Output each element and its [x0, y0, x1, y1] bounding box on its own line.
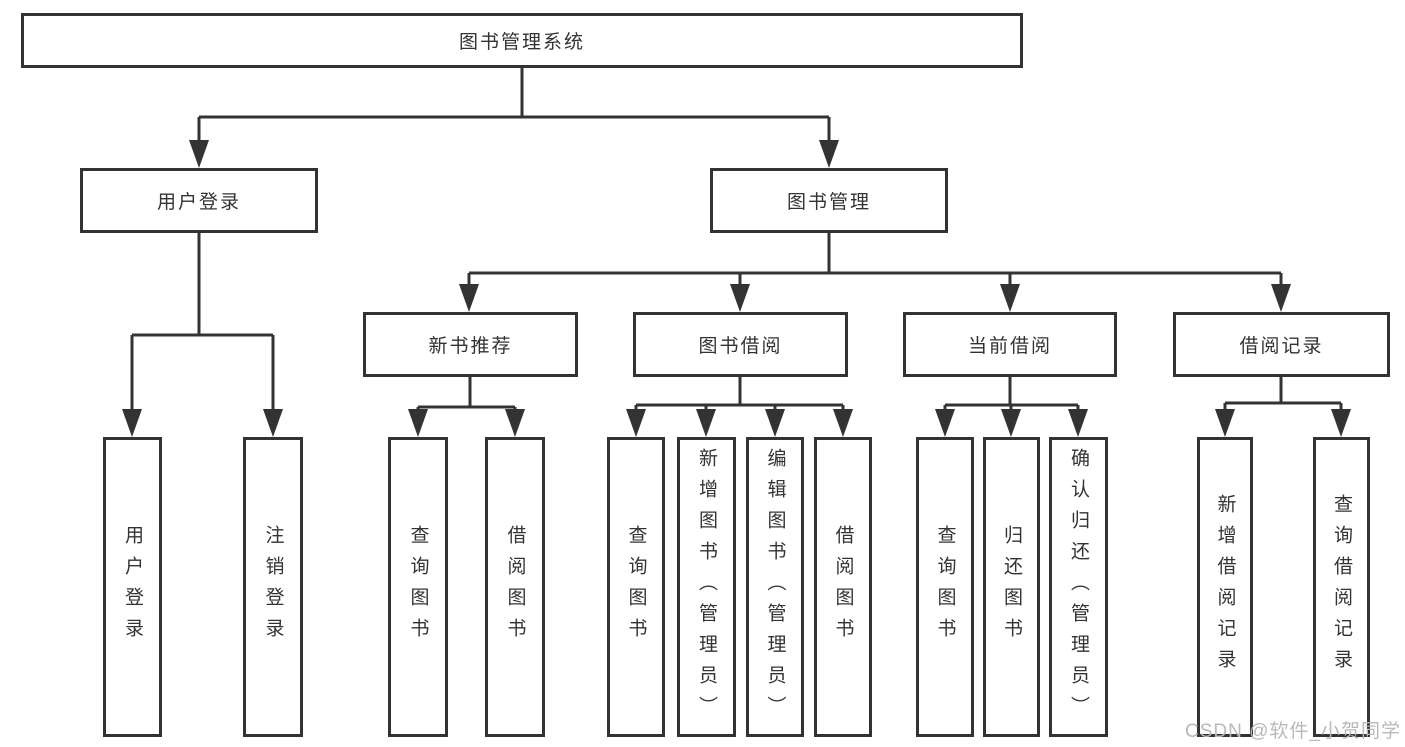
connector-borrow-group	[634, 377, 845, 413]
node-label: 当前借阅	[967, 336, 1052, 357]
node-label: 查询图书	[407, 525, 429, 649]
node-label: 新增借阅记录	[1214, 494, 1236, 680]
node-current-borrowing: 当前借阅	[903, 312, 1117, 377]
node-label: 图书借阅	[698, 336, 783, 357]
csdn-watermark: CSDN @软件_小贺同学	[1185, 721, 1401, 742]
node-label: 借阅记录	[1239, 336, 1324, 357]
node-book-management: 图书管理	[710, 168, 948, 233]
connector-root-to-level2	[197, 68, 831, 144]
node-label: 查询图书	[934, 525, 956, 649]
leaf-borrow-query-books: 查询图书	[607, 437, 665, 737]
connector-bookmgmt-to-level3	[467, 233, 1283, 288]
leaf-current-query-books: 查询图书	[916, 437, 974, 737]
node-label: 新书推荐	[428, 336, 513, 357]
leaf-recommend-borrow-books: 借阅图书	[485, 437, 545, 737]
leaf-confirm-return-admin: 确认归还（管理员）	[1049, 437, 1108, 737]
node-label: 新增图书（管理员）	[696, 447, 717, 727]
leaf-recommend-query-books: 查询图书	[388, 437, 448, 737]
connector-newrec-group	[416, 377, 517, 413]
node-label: 注销登录	[262, 525, 284, 649]
connector-records-group	[1223, 377, 1343, 413]
node-label: 用户登录	[156, 192, 241, 213]
node-label: 归还图书	[1001, 525, 1022, 649]
node-label: 编辑图书（管理员）	[764, 447, 786, 727]
node-label: 确认归还（管理员）	[1068, 447, 1089, 727]
node-label: 查询图书	[625, 525, 647, 649]
node-label: 查询借阅记录	[1331, 494, 1352, 680]
leaf-query-borrow-record: 查询借阅记录	[1313, 437, 1370, 737]
node-label: 图书管理	[786, 192, 871, 213]
leaf-add-books-admin: 新增图书（管理员）	[677, 437, 736, 737]
leaf-return-books: 归还图书	[983, 437, 1040, 737]
leaf-add-borrow-record: 新增借阅记录	[1197, 437, 1253, 737]
node-user-login: 用户登录	[80, 168, 318, 233]
arrowheads	[122, 140, 1351, 437]
connector-userlogin-group	[130, 233, 275, 413]
node-book-borrowing: 图书借阅	[633, 312, 848, 377]
node-borrowing-records: 借阅记录	[1173, 312, 1390, 377]
node-label: 用户登录	[122, 525, 143, 649]
leaf-logout: 注销登录	[243, 437, 303, 737]
node-new-book-recommend: 新书推荐	[363, 312, 578, 377]
connector-current-group	[943, 377, 1080, 413]
node-label: 借阅图书	[832, 525, 854, 649]
node-library-management-system: 图书管理系统	[21, 13, 1023, 68]
leaf-borrow-books: 借阅图书	[814, 437, 872, 737]
leaf-user-login: 用户登录	[103, 437, 162, 737]
node-label: 图书管理系统	[458, 32, 585, 53]
node-label: 借阅图书	[504, 525, 526, 649]
leaf-edit-books-admin: 编辑图书（管理员）	[746, 437, 804, 737]
